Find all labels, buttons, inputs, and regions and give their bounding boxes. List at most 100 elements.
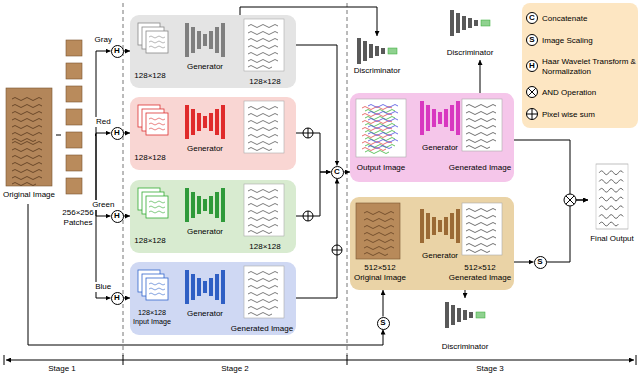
- connector-arrow: [514, 262, 534, 263]
- stage-label: Stage 1: [48, 364, 76, 374]
- generator-panel: 512×512 Original Image Generator 512×512 G…: [350, 197, 514, 290]
- legend-text: Image Scaling: [542, 36, 636, 46]
- node-label-slot: Generator: [187, 309, 223, 319]
- node-label-slot: 128×128: [249, 242, 280, 252]
- node-label-slot: Generator: [187, 227, 223, 237]
- legend-symbol-letter: C: [529, 14, 535, 22]
- concatenate-circle: C: [331, 166, 344, 179]
- symbol-letter: H: [114, 129, 120, 137]
- scaling-circle: S: [377, 317, 390, 330]
- connector-arrow: [240, 7, 377, 36]
- node-label-slot: Generated Image: [449, 163, 511, 173]
- legend-text-slot: Pixel wise sum: [542, 110, 636, 120]
- discriminator: Discriminator: [352, 36, 402, 77]
- connector-arrow: [95, 133, 111, 135]
- node-label-slot: 128×128: [134, 153, 165, 163]
- legend-text: Haar Wavelet Transform & Normalization: [542, 57, 636, 77]
- node-label-slot: Original Image: [3, 190, 55, 200]
- legend-symbol: S: [526, 34, 538, 46]
- legend-text-slot: Image Scaling: [542, 36, 636, 46]
- node-label-slot: Final Output: [590, 234, 634, 244]
- node-label-slot: 256×256 Patches: [61, 208, 95, 228]
- haar-transform-circle: H: [111, 45, 124, 58]
- node-label: Original Image: [3, 190, 55, 200]
- generator-panel: 128×128 Generator: [130, 97, 296, 170]
- connector-arrow: [296, 133, 331, 172]
- node-label: 256×256 Patches: [61, 208, 95, 228]
- connector-arrow: [514, 140, 588, 200]
- edge-label: Red: [95, 117, 112, 127]
- node-label-slot: Output Image: [357, 163, 405, 173]
- node-label-slot: Discriminator: [354, 66, 401, 76]
- symbol-letter: H: [114, 47, 120, 55]
- haar-transform-circle: H: [111, 210, 124, 223]
- symbol-letter: H: [114, 212, 120, 220]
- discriminator: Discriminator: [440, 6, 500, 60]
- node-label-slot: Generator: [187, 144, 223, 154]
- haar-transform-circle: H: [111, 127, 124, 140]
- stage-label-slot: Stage 2: [221, 364, 249, 374]
- node-label: Generated Image: [231, 324, 293, 334]
- connector-arrow: [124, 51, 131, 52]
- node-label: Final Output: [590, 234, 634, 244]
- node-label: Discriminator: [447, 48, 494, 58]
- node-label: Generator: [422, 251, 458, 261]
- original-image: Original Image: [2, 86, 56, 204]
- generator-panel: 128×128 Input Image GeneratorGenerated Im…: [130, 262, 296, 335]
- edge-label-slot: Green: [91, 200, 115, 210]
- node-label: 128×128 Input Image: [129, 308, 175, 326]
- edge-label: Blue: [94, 282, 112, 292]
- connector-arrow: [296, 172, 331, 216]
- legend-text-slot: Haar Wavelet Transform & Normalization: [542, 57, 636, 77]
- node-label: Generator: [422, 143, 458, 153]
- connector-arrow: [124, 216, 131, 217]
- node-label-slot: Generator: [422, 143, 458, 153]
- connector-arrow: [344, 172, 351, 173]
- node-label: Generator: [187, 227, 223, 237]
- symbol-letter: S: [537, 258, 542, 266]
- node-label-slot: 512×512 Generated Image: [448, 263, 512, 283]
- symbol-letter: S: [380, 319, 385, 327]
- legend-symbol-letter: H: [529, 62, 535, 70]
- node-label-slot: Generator: [422, 251, 458, 261]
- legend-text-slot: AND Operation: [542, 88, 636, 98]
- connector-arrow: [124, 298, 131, 299]
- edge-label: Green: [91, 200, 115, 210]
- connector-arrow: [465, 290, 466, 298]
- node-label: Generated Image: [449, 163, 511, 173]
- discriminator: Discriminator: [430, 298, 500, 353]
- legend-text: Pixel wise sum: [542, 110, 636, 120]
- haar-transform-circle: H: [111, 292, 124, 305]
- node-label-slot: Generated Image: [231, 324, 293, 334]
- node-label-slot: Discriminator: [447, 48, 494, 58]
- connector-arrow: [296, 45, 337, 166]
- node-label: Generator: [187, 144, 223, 154]
- node-label: Generator: [187, 62, 223, 72]
- edge-label-slot: Gray: [94, 35, 113, 45]
- connector-arrow: [124, 133, 131, 134]
- stage-label-slot: Stage 3: [476, 364, 504, 374]
- connector-arrow: [95, 135, 111, 298]
- node-label: Discriminator: [442, 342, 489, 352]
- node-label: Output Image: [357, 163, 405, 173]
- node-label-slot: 128×128: [249, 77, 280, 87]
- node-label: Discriminator: [354, 66, 401, 76]
- node-label: 128×128: [249, 77, 280, 87]
- legend-text: Concatenate: [542, 14, 636, 24]
- node-label: 128×128: [134, 71, 165, 81]
- patch-stack: 256×256 Patches: [61, 38, 95, 230]
- symbol-letter: C: [334, 168, 340, 176]
- symbol-letter: H: [114, 294, 120, 302]
- node-label: 512×512 Generated Image: [448, 263, 512, 283]
- final-output: Final Output: [588, 160, 636, 248]
- scaling-circle: S: [534, 256, 547, 269]
- node-label-slot: 512×512 Original Image: [352, 263, 408, 283]
- generator-panel: 128×128 Generator 128×128: [130, 15, 296, 88]
- legend-text: AND Operation: [542, 88, 636, 98]
- generator-panel: 128×128Generator128×128: [130, 180, 296, 253]
- legend-text-slot: Concatenate: [542, 14, 636, 24]
- node-label: 128×128: [134, 153, 165, 163]
